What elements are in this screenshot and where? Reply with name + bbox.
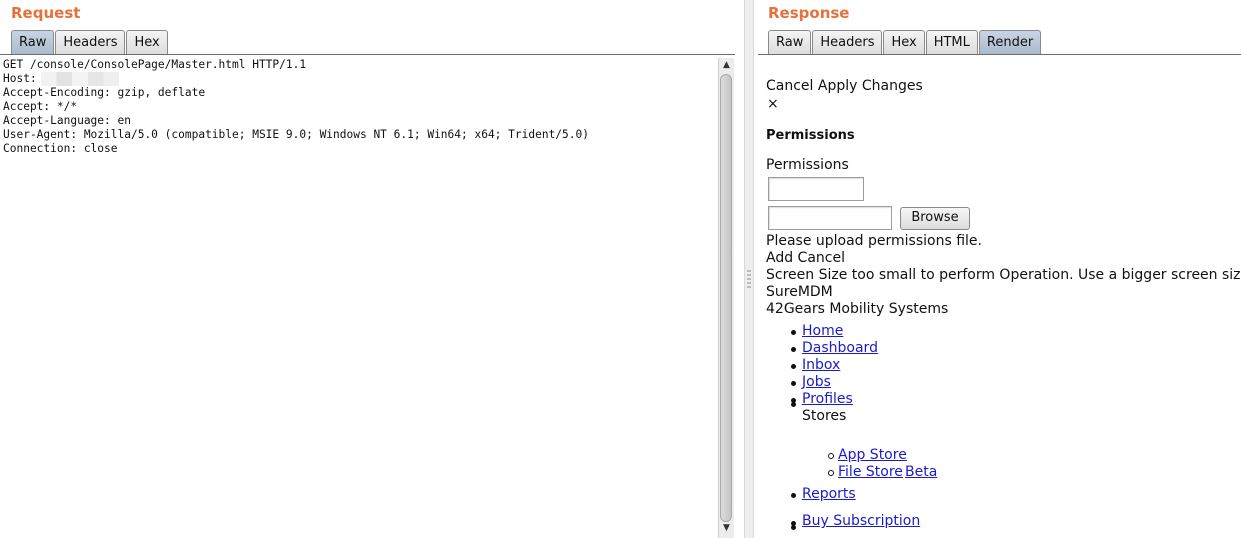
circle-bullet-icon xyxy=(828,470,834,476)
nav-link-buy-subscription[interactable]: Buy Subscription xyxy=(802,513,921,529)
nav-link-beta[interactable]: Beta xyxy=(905,464,938,480)
request-line-1: GET /console/ConsolePage/Master.html HTT… xyxy=(3,58,307,71)
request-tab-divider xyxy=(0,54,735,55)
request-title: Request xyxy=(11,4,81,22)
bullet-icon xyxy=(791,521,796,526)
request-line-4: Accept: */* xyxy=(3,100,78,113)
nav-link-profiles[interactable]: Profiles xyxy=(802,391,853,407)
bullet-icon xyxy=(791,398,796,403)
upload-hint: Please upload permissions file. xyxy=(766,233,982,249)
nav-link-home[interactable]: Home xyxy=(802,323,844,339)
permissions-label: Permissions xyxy=(766,157,849,173)
company-name: 42Gears Mobility Systems xyxy=(766,301,949,317)
tab-response-hex[interactable]: Hex xyxy=(883,30,925,55)
bullet-icon xyxy=(791,364,796,369)
nav-link-file-store[interactable]: File Store xyxy=(838,464,903,480)
bullet-icon xyxy=(791,330,796,335)
request-line-7: Connection: close xyxy=(3,142,118,155)
circle-bullet-icon xyxy=(828,453,834,459)
scroll-thumb[interactable] xyxy=(720,74,732,522)
nav-link-dashboard[interactable]: Dashboard xyxy=(802,340,878,356)
request-line-6: User-Agent: Mozilla/5.0 (compatible; MSI… xyxy=(3,128,589,141)
request-body[interactable]: GET /console/ConsolePage/Master.html HTT… xyxy=(3,58,715,156)
splitter-grip-icon[interactable] xyxy=(747,270,751,288)
request-line-3: Accept-Encoding: gzip, deflate xyxy=(3,86,206,99)
bullet-icon xyxy=(791,493,796,498)
request-tabs: Raw Headers Hex xyxy=(11,30,169,55)
redacted-host xyxy=(40,72,119,86)
pane-splitter[interactable] xyxy=(744,0,754,538)
permissions-name-input[interactable] xyxy=(768,177,864,201)
tab-request-headers[interactable]: Headers xyxy=(55,30,126,55)
bullet-icon xyxy=(791,347,796,352)
screen-size-warning: Screen Size too small to perform Operati… xyxy=(766,267,1241,283)
request-line-2: Host: xyxy=(3,72,37,85)
tab-response-headers[interactable]: Headers xyxy=(812,30,883,55)
tab-response-render[interactable]: Render xyxy=(978,30,1042,55)
brand-name: SureMDM xyxy=(766,284,833,300)
nav-link-app-store[interactable]: App Store xyxy=(838,447,907,463)
close-icon[interactable]: × xyxy=(767,96,779,112)
permissions-heading: Permissions xyxy=(766,128,855,143)
bullet-icon xyxy=(791,525,796,530)
scroll-up-icon[interactable]: ▲ xyxy=(723,60,730,70)
cancel-apply-text: Cancel Apply Changes xyxy=(766,78,923,94)
nav-link-reports[interactable]: Reports xyxy=(802,486,856,502)
add-cancel-text: Add Cancel xyxy=(766,250,845,266)
bullet-icon xyxy=(791,402,796,407)
tab-request-raw[interactable]: Raw xyxy=(11,30,55,55)
response-tabs: Raw Headers Hex HTML Render xyxy=(768,30,1042,55)
response-title: Response xyxy=(768,4,850,22)
tab-response-html[interactable]: HTML xyxy=(925,30,978,55)
request-line-5: Accept-Language: en xyxy=(3,114,131,127)
bullet-icon xyxy=(791,381,796,386)
nav-link-inbox[interactable]: Inbox xyxy=(802,357,841,373)
scroll-down-icon[interactable]: ▼ xyxy=(723,523,730,533)
nav-stores-label: Stores xyxy=(802,408,847,424)
tab-response-raw[interactable]: Raw xyxy=(768,30,812,55)
request-scrollbar[interactable]: ▲ ▼ xyxy=(718,58,734,538)
browse-button[interactable]: Browse xyxy=(900,207,970,230)
nav-link-jobs[interactable]: Jobs xyxy=(802,374,831,390)
tab-request-hex[interactable]: Hex xyxy=(126,30,168,55)
permissions-file-input[interactable] xyxy=(768,206,892,230)
response-tab-divider xyxy=(758,54,1241,55)
